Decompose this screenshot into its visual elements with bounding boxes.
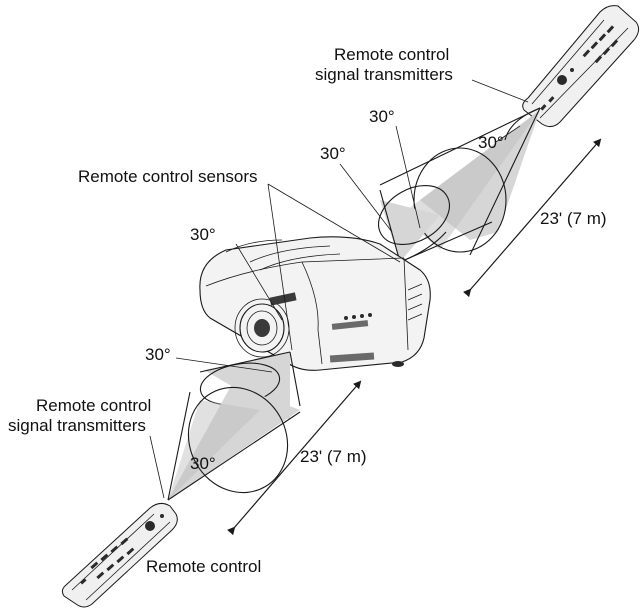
bottom-remote-buttons: [80, 514, 164, 585]
bottom-distance-label: 23' (7 m): [300, 447, 367, 466]
mid-angle: 30°: [190, 225, 216, 244]
bottom-distance-arrow: [227, 380, 362, 536]
top-distance-arrow: [463, 138, 602, 298]
top-remote-buttons: [540, 25, 619, 111]
bottom-transmitters-label-line2: signal transmitters: [8, 416, 146, 435]
projector: [199, 236, 431, 371]
top-remote-control: [522, 5, 640, 128]
bottom-angle-2: 30°: [190, 454, 216, 473]
top-transmitters-label-line1: Remote control: [334, 45, 449, 64]
sensors-label: Remote control sensors: [78, 167, 258, 186]
leader-lines: [149, 79, 529, 499]
top-angle-2: 30°: [320, 144, 346, 163]
top-transmitters-label-line2: signal transmitters: [315, 65, 453, 84]
bottom-angle-1: 30°: [145, 345, 171, 364]
bottom-remote-control: [61, 502, 178, 608]
top-angle-1: 30°: [369, 107, 395, 126]
rear-sensor-cone: [378, 184, 493, 263]
top-distance-label: 23' (7 m): [540, 209, 607, 228]
top-angle-3: 30°: [478, 133, 504, 152]
bottom-transmitters-label-line1: Remote control: [36, 396, 151, 415]
projector-lens: [234, 298, 290, 358]
remote-control-label: Remote control: [146, 557, 261, 576]
